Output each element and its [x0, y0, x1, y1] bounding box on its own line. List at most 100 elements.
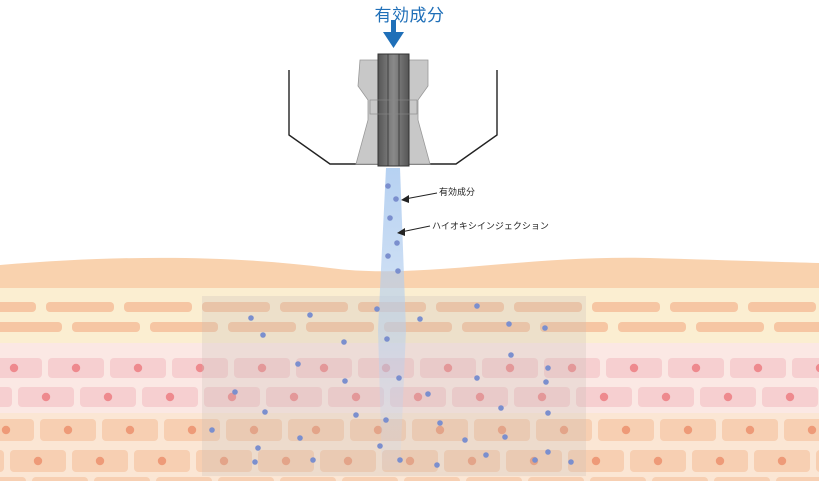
- cell-nucleus: [691, 363, 701, 373]
- ingredient-particle: [425, 391, 431, 397]
- epidermis-cell: [774, 322, 819, 332]
- ingredient-particle: [232, 389, 238, 395]
- cell-nucleus: [621, 425, 631, 435]
- cell-nucleus: [567, 363, 577, 373]
- ingredient-particle: [543, 379, 549, 385]
- ingredient-particle: [508, 352, 514, 358]
- ingredient-particle: [393, 196, 399, 202]
- ingredient-particle: [307, 312, 313, 318]
- pointer-arrow-icon: [401, 192, 438, 203]
- epidermis-cell: [696, 322, 764, 332]
- ingredient-particle: [545, 365, 551, 371]
- cell-nucleus: [599, 392, 609, 402]
- epidermis-cell: [592, 302, 660, 312]
- ingredient-particle: [462, 437, 468, 443]
- dermis-cell: [156, 477, 212, 481]
- ingredient-particle: [532, 457, 538, 463]
- ingredient-particle: [498, 405, 504, 411]
- cell-nucleus: [815, 363, 819, 373]
- ingredient-particle: [385, 183, 391, 189]
- skin-cells: [0, 302, 819, 481]
- cell-nucleus: [281, 456, 291, 466]
- dermis-cell: [792, 358, 819, 378]
- dermis-cell: [94, 477, 150, 481]
- ingredient-particle: [252, 459, 258, 465]
- epidermis-layer: [0, 288, 819, 343]
- ingredient-particle: [397, 457, 403, 463]
- cell-nucleus: [683, 425, 693, 435]
- dermis-cell: [404, 477, 460, 481]
- epidermis-cell: [0, 302, 36, 312]
- ingredient-particle: [474, 375, 480, 381]
- spray-cone: [378, 168, 406, 470]
- epidermis-cell: [202, 302, 270, 312]
- ingredient-particle: [545, 449, 551, 455]
- ingredient-particle: [506, 321, 512, 327]
- dermis-cell: [280, 477, 336, 481]
- dermis-cell: [218, 477, 274, 481]
- epidermis-cell: [46, 302, 114, 312]
- cell-nucleus: [319, 363, 329, 373]
- cell-nucleus: [591, 456, 601, 466]
- cell-nucleus: [807, 425, 817, 435]
- ingredient-particle: [377, 443, 383, 449]
- cell-nucleus: [219, 456, 229, 466]
- active-ingredient-particles: [209, 183, 574, 468]
- dermis-cell: [652, 477, 708, 481]
- dermis-cell: [784, 419, 819, 441]
- epidermis-cell: [228, 322, 296, 332]
- epidermis-cell: [436, 302, 504, 312]
- cell-nucleus: [629, 363, 639, 373]
- cell-nucleus: [405, 456, 415, 466]
- ingredient-particle: [341, 339, 347, 345]
- cell-nucleus: [443, 363, 453, 373]
- cell-nucleus: [157, 456, 167, 466]
- dermis-cell: [0, 477, 26, 481]
- ingredient-particle: [568, 459, 574, 465]
- cell-nucleus: [753, 363, 763, 373]
- cell-nucleus: [187, 425, 197, 435]
- cell-nucleus: [497, 425, 507, 435]
- cell-nucleus: [71, 363, 81, 373]
- epidermis-cell: [124, 302, 192, 312]
- ingredient-particle: [297, 435, 303, 441]
- cell-nucleus: [103, 392, 113, 402]
- epidermis-cell: [540, 322, 608, 332]
- cell-nucleus: [249, 425, 259, 435]
- ingredient-particle: [310, 457, 316, 463]
- ingredient-particle: [395, 268, 401, 274]
- dermis-cell: [0, 358, 42, 378]
- cell-nucleus: [467, 456, 477, 466]
- cell-nucleus: [715, 456, 725, 466]
- ingredient-particle: [295, 361, 301, 367]
- cell-nucleus: [661, 392, 671, 402]
- dermis-cell: [0, 419, 34, 441]
- cell-nucleus: [559, 425, 569, 435]
- pointer-arrow-icon: [397, 225, 431, 236]
- cell-nucleus: [785, 392, 795, 402]
- epidermis-cell: [514, 302, 582, 312]
- cell-nucleus: [351, 392, 361, 402]
- dermis-cell: [466, 477, 522, 481]
- ingredient-particle: [385, 253, 391, 259]
- cell-nucleus: [257, 363, 267, 373]
- cell-nucleus: [475, 392, 485, 402]
- cell-nucleus: [723, 392, 733, 402]
- ingredient-particle: [394, 240, 400, 246]
- cell-nucleus: [195, 363, 205, 373]
- cell-nucleus: [343, 456, 353, 466]
- ingredient-particle: [483, 452, 489, 458]
- epidermis-cell: [618, 322, 686, 332]
- ingredient-particle: [342, 378, 348, 384]
- cell-nucleus: [63, 425, 73, 435]
- cell-nucleus: [311, 425, 321, 435]
- ingredient-particle: [248, 315, 254, 321]
- cell-nucleus: [505, 363, 515, 373]
- ingredient-particle: [260, 332, 266, 338]
- cell-nucleus: [435, 425, 445, 435]
- ingredient-particle: [396, 375, 402, 381]
- epidermis-cell: [72, 322, 140, 332]
- ingredient-particle: [262, 409, 268, 415]
- cell-nucleus: [95, 456, 105, 466]
